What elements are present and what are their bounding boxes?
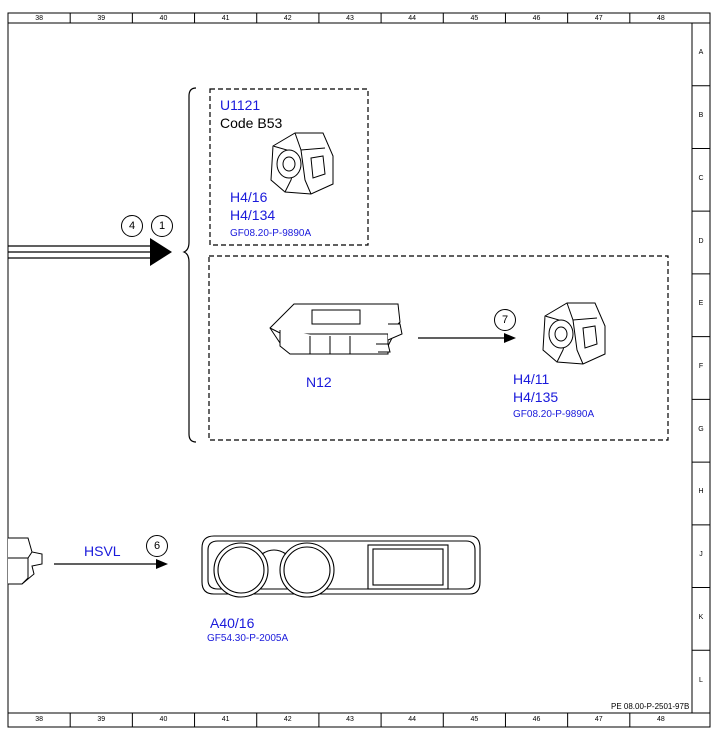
column-label-46: 46 [532, 15, 541, 22]
a40-label: A40/16 [210, 615, 255, 631]
column-label-42: 42 [283, 716, 292, 723]
callout-7[interactable]: 7 [494, 309, 516, 331]
u1121-ref-1[interactable]: H4/16 [230, 189, 268, 205]
column-label-42: 42 [283, 15, 292, 22]
column-label-43: 43 [346, 15, 354, 22]
column-label-41: 41 [221, 15, 230, 22]
speaker-ref-2[interactable]: H4/135 [513, 389, 559, 405]
u1121-box [209, 88, 369, 246]
speaker-top-icon [270, 132, 334, 195]
column-label-47: 47 [594, 15, 603, 22]
n12-label: N12 [306, 374, 332, 390]
row-label-A: A [698, 49, 704, 57]
hsvl-signal-label: HSVL [84, 543, 121, 559]
a40-doc-link[interactable]: GF54.30-P-2005A [207, 633, 289, 644]
callout-1[interactable]: 1 [151, 215, 173, 237]
row-label-K: K [698, 613, 704, 621]
column-label-45: 45 [470, 716, 479, 723]
row-label-J: J [699, 551, 703, 559]
diagram-code: PE 08.00-P-2501-97B [611, 702, 690, 711]
column-label-48: 48 [657, 15, 665, 22]
row-label-F: F [698, 363, 704, 370]
callout-6[interactable]: 6 [146, 535, 168, 557]
u1121-doc-link[interactable]: GF08.20-P-9890A [230, 228, 312, 239]
speaker-ref-1[interactable]: H4/11 [513, 371, 550, 387]
row-label-C: C [698, 174, 704, 182]
column-label-46: 46 [532, 716, 541, 723]
speaker-right-icon [542, 302, 606, 365]
row-label-B: B [698, 112, 704, 120]
instrument-cluster-icon [201, 535, 481, 598]
row-label-E: E [698, 300, 704, 308]
n12-module-icon [269, 303, 403, 355]
column-label-38: 38 [35, 716, 43, 723]
column-label-38: 38 [35, 15, 43, 22]
group-brace [182, 87, 197, 443]
main-arrowhead [150, 238, 172, 266]
row-label-H: H [698, 488, 704, 496]
u1121-code: Code B53 [220, 115, 283, 131]
column-label-44: 44 [408, 716, 417, 723]
n12-box [208, 255, 669, 441]
column-label-39: 39 [97, 716, 106, 723]
column-label-39: 39 [97, 15, 106, 22]
column-label-44: 44 [408, 15, 417, 22]
column-label-40: 40 [159, 15, 168, 22]
column-label-48: 48 [657, 716, 665, 723]
column-label-41: 41 [221, 716, 230, 723]
column-label-45: 45 [470, 15, 479, 22]
u1121-label: U1121 [220, 97, 261, 113]
row-label-D: D [698, 237, 704, 245]
row-label-G: G [698, 425, 704, 433]
callout-4[interactable]: 4 [121, 215, 143, 237]
partial-module-icon [8, 537, 43, 585]
column-label-43: 43 [346, 716, 354, 723]
row-label-L: L [699, 676, 703, 684]
speaker-doc-link[interactable]: GF08.20-P-9890A [513, 409, 595, 420]
column-label-47: 47 [594, 716, 603, 723]
column-label-40: 40 [159, 716, 168, 723]
u1121-ref-2[interactable]: H4/134 [230, 207, 276, 223]
